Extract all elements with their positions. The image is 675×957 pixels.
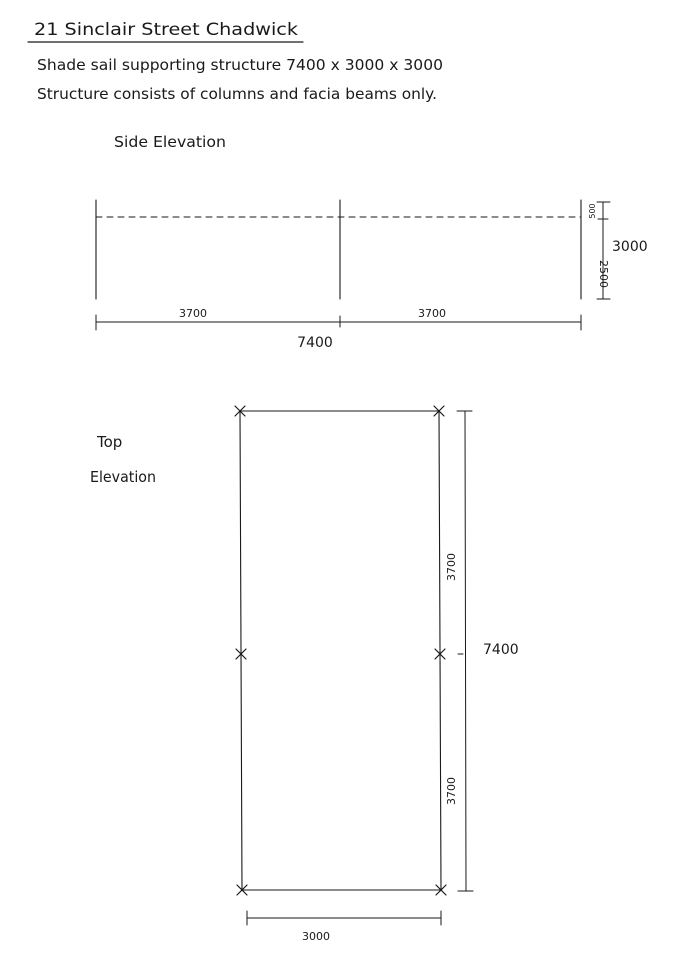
top-dim-upper-segment: 3700 bbox=[445, 553, 458, 581]
top-dim-width: 3000 bbox=[302, 930, 330, 943]
description-line-2: Structure consists of columns and facia … bbox=[37, 85, 437, 103]
column-marker bbox=[433, 405, 445, 417]
page-title: 21 Sinclair Street Chadwick bbox=[34, 20, 298, 40]
side-elevation-label: Side Elevation bbox=[114, 133, 226, 151]
header: 21 Sinclair Street Chadwick Shade sail s… bbox=[27, 20, 443, 103]
top-dim-lower-segment: 3700 bbox=[445, 777, 458, 805]
column-marker bbox=[235, 648, 247, 660]
side-dim-overall-height: 3000 bbox=[612, 239, 648, 255]
side-dim-column-height: 2500 bbox=[597, 260, 610, 288]
top-beam-left bbox=[239, 410, 243, 891]
top-elevation-label-line-1: Top bbox=[96, 433, 122, 451]
side-dim-top-segment: 500 bbox=[588, 203, 597, 218]
side-dim-span-left: 3700 bbox=[179, 307, 207, 320]
side-dim-overall-length: 7400 bbox=[297, 335, 333, 351]
top-elevation-label-line-2: Elevation bbox=[90, 468, 156, 486]
description-line-1: Shade sail supporting structure 7400 x 3… bbox=[37, 56, 443, 74]
column-marker bbox=[435, 884, 447, 896]
top-length-dimension-line bbox=[464, 410, 467, 892]
top-dim-overall-length: 7400 bbox=[483, 642, 519, 658]
top-beam-right bbox=[438, 410, 442, 891]
column-marker bbox=[236, 884, 248, 896]
top-elevation: Top Elevation bbox=[90, 405, 519, 943]
column-marker bbox=[234, 405, 246, 417]
side-elevation: Side Elevation 500 2500 3000 3700 3700 7… bbox=[95, 133, 648, 351]
side-dim-span-right: 3700 bbox=[418, 307, 446, 320]
column-marker bbox=[434, 648, 446, 660]
